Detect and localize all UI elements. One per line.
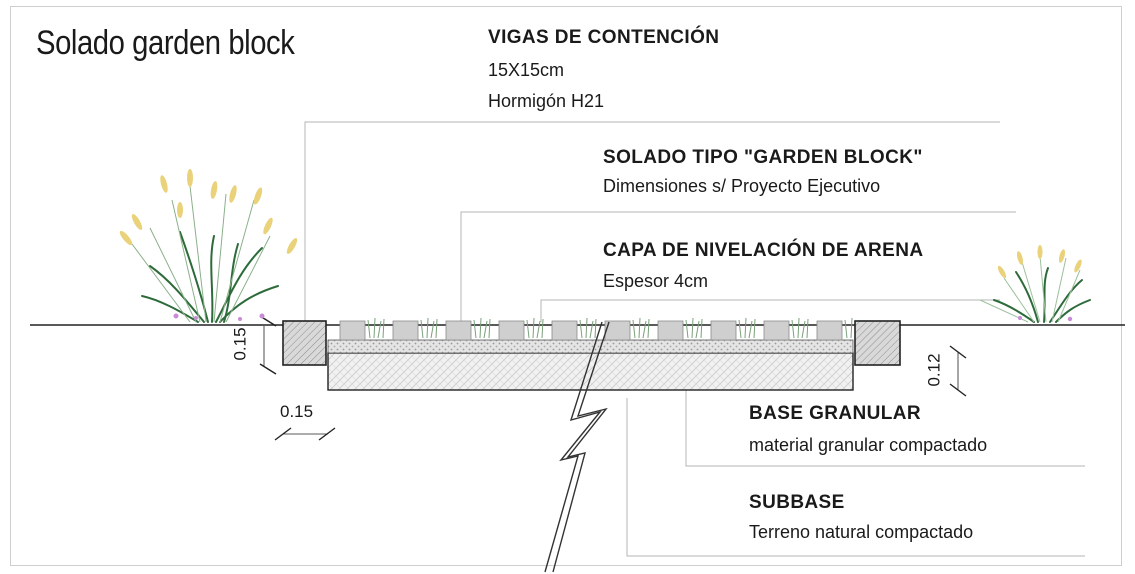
vigas-line1: 15X15cm	[488, 60, 565, 80]
retaining-beam-left	[282, 320, 327, 366]
subbase-line1: Terreno natural compactado	[749, 522, 974, 542]
drawing-frame	[10, 6, 1122, 566]
base-heading: BASE GRANULAR	[749, 403, 921, 424]
capa-line1: Espesor 4cm	[603, 271, 709, 291]
capa-heading: CAPA DE NIVELACIÓN DE ARENA	[603, 240, 924, 261]
solado-heading: SOLADO TIPO "GARDEN BLOCK"	[603, 147, 923, 168]
vigas-heading: VIGAS DE CONTENCIÓN	[488, 27, 720, 48]
plant-right	[979, 245, 1091, 323]
retaining-beam-right	[854, 320, 901, 366]
dimension-beam-height: 0.15	[230, 327, 250, 361]
diagram-title: Solado garden block	[36, 24, 295, 62]
dimension-beam-width: 0.15	[280, 402, 314, 421]
break-line	[544, 321, 603, 573]
grass-tufts	[367, 317, 853, 339]
dimension-base-thickness: 0.12	[924, 353, 944, 387]
leader-lines	[304, 121, 1085, 557]
sand-leveling-layer	[327, 339, 854, 354]
plant-left	[119, 169, 298, 323]
solado-line1: Dimensiones s/ Proyecto Ejecutivo	[603, 176, 881, 196]
dimension-marks	[259, 315, 967, 441]
vigas-line2: Hormigón H21	[488, 91, 605, 111]
base-line1: material granular compactado	[749, 435, 988, 455]
subbase-heading: SUBBASE	[749, 492, 845, 513]
garden-blocks	[339, 320, 843, 341]
